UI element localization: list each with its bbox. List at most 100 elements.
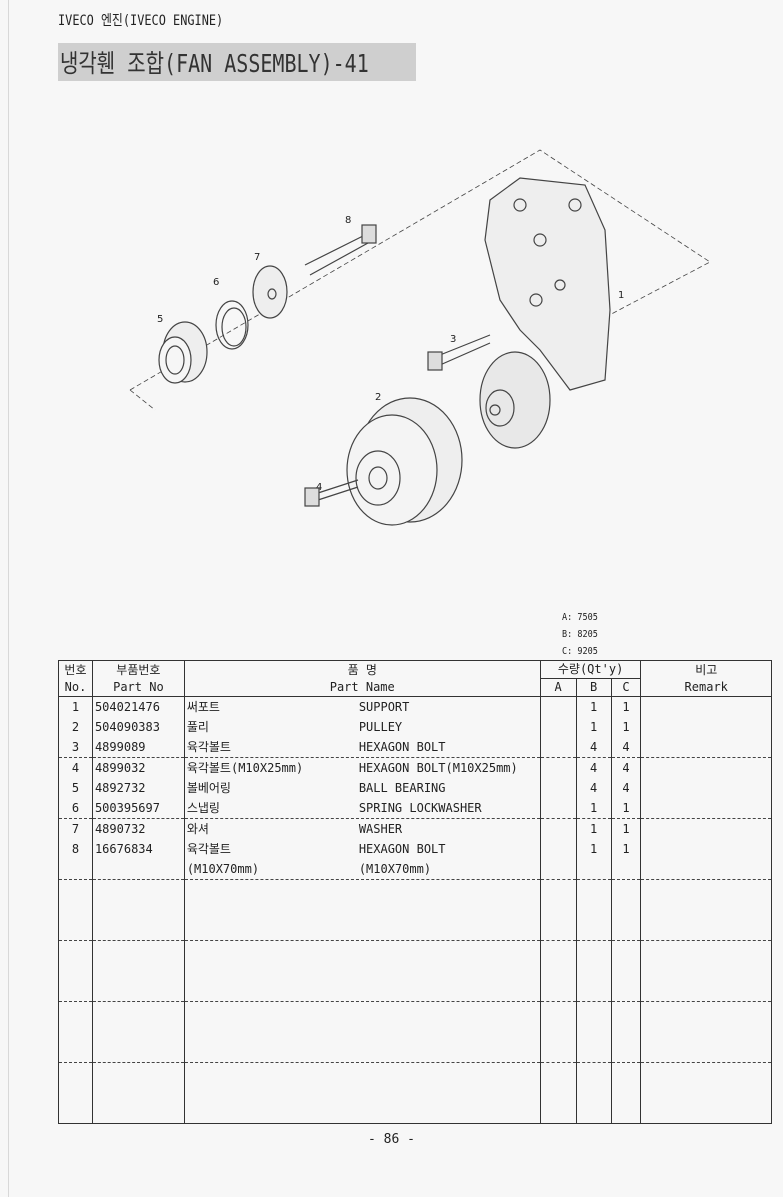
header-qty-a: A (539, 678, 577, 697)
cell-name: 육각볼트(M10X25mm)HEXAGON BOLT(M10X25mm) (183, 757, 541, 778)
cell-part-no (91, 859, 185, 880)
cell-a (539, 798, 577, 819)
section-subtitle: IVECO 엔진(IVECO ENGINE) (58, 13, 224, 29)
cell-no (58, 961, 93, 981)
cell-b (575, 920, 612, 941)
page-edge (8, 0, 9, 1197)
support-bracket (484, 177, 611, 391)
cell-part-no: 16676834 (91, 839, 185, 859)
cell-remark (640, 717, 772, 737)
cell-a (539, 940, 577, 961)
table-row: (M10X70mm)(M10X70mm) (58, 859, 772, 880)
cell-part-no: 504021476 (91, 696, 185, 717)
cell-part-no: 500395697 (91, 798, 185, 819)
cell-b (575, 1042, 612, 1063)
cell-name: (M10X70mm)(M10X70mm) (183, 859, 541, 880)
cell-name-kr: 써포트 (186, 700, 220, 714)
cell-name (183, 1083, 541, 1103)
cell-a (539, 1022, 577, 1042)
cell-b: 4 (575, 778, 612, 798)
cell-c (610, 859, 642, 880)
cell-part-no (91, 1001, 185, 1022)
cell-a (539, 859, 577, 880)
cell-name (183, 981, 541, 1002)
cell-remark (640, 757, 772, 778)
callout-5: 5 (157, 314, 163, 325)
cell-remark (640, 737, 772, 758)
cell-c: 1 (610, 717, 642, 737)
cell-no: 7 (58, 818, 93, 839)
cell-remark (640, 778, 772, 798)
cell-no (58, 1042, 93, 1063)
cell-c: 1 (610, 696, 642, 717)
legend-c: C: 9205 (562, 646, 598, 657)
table-row (58, 1083, 772, 1103)
cell-b (575, 1062, 612, 1083)
cell-c: 1 (610, 839, 642, 859)
cell-a (539, 1062, 577, 1083)
cell-a (539, 1042, 577, 1063)
cell-name (183, 1042, 541, 1063)
cell-name-kr: 육각볼트 (186, 740, 231, 754)
cell-b (575, 859, 612, 880)
cell-a (539, 1103, 577, 1124)
title-band (58, 43, 416, 81)
cell-b: 1 (575, 839, 612, 859)
cell-no (58, 920, 93, 941)
hub (479, 351, 551, 449)
cell-no (58, 1062, 93, 1083)
page-title: 냉각휀 조합(FAN ASSEMBLY)-41 (60, 49, 369, 78)
cell-no: 4 (58, 757, 93, 778)
cell-part-no (91, 879, 185, 900)
cell-part-no (91, 1083, 185, 1103)
table-row (58, 1022, 772, 1042)
header-qty-b: B (575, 678, 612, 697)
cell-no: 2 (58, 717, 93, 737)
cell-c (610, 920, 642, 941)
cell-remark (640, 1022, 772, 1042)
exploded-parts-diagram: 1 2 3 4 5 6 7 8 (129, 149, 711, 526)
table-row (58, 961, 772, 981)
cell-remark (640, 696, 772, 717)
cell-c (610, 1022, 642, 1042)
cell-c (610, 1083, 642, 1103)
callout-3: 3 (450, 334, 456, 345)
table-row (58, 920, 772, 941)
cell-a (539, 696, 577, 717)
cell-name (183, 940, 541, 961)
cell-name-kr: 와셔 (186, 822, 209, 836)
cell-a (539, 778, 577, 798)
cell-a (539, 1001, 577, 1022)
header-qty-c: C (610, 678, 642, 697)
cell-a (539, 900, 577, 920)
cell-remark (640, 981, 772, 1002)
cell-no (58, 1001, 93, 1022)
cell-remark (640, 1103, 772, 1124)
cell-name-kr: 풀리 (186, 720, 209, 734)
cell-a (539, 757, 577, 778)
cell-b (575, 1103, 612, 1124)
callout-8: 8 (345, 215, 351, 226)
cell-b (575, 981, 612, 1002)
guide-lines (129, 149, 711, 411)
cell-c (610, 1062, 642, 1083)
cell-remark (640, 940, 772, 961)
cell-b (575, 1001, 612, 1022)
cell-c (610, 1001, 642, 1022)
cell-remark (640, 920, 772, 941)
bearing-5 (158, 321, 208, 384)
cell-remark (640, 1001, 772, 1022)
cell-b (575, 900, 612, 920)
pulley (346, 397, 463, 526)
cell-name (183, 961, 541, 981)
